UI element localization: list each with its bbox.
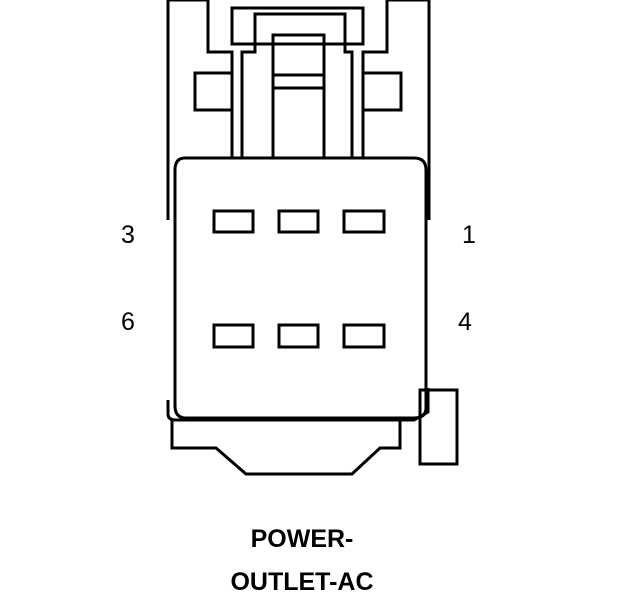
latch-outer-frame (166, 0, 431, 220)
cavity-pin-3 (212, 209, 255, 234)
latch-top-bridge (230, 6, 365, 46)
connector-bottom-shell (166, 388, 430, 422)
pin-label-3: 3 (121, 221, 135, 249)
cavity-pin-2 (277, 209, 320, 234)
latch-right-ear (361, 71, 403, 112)
connector-keying-tab (418, 388, 459, 466)
cavity-pin-5 (277, 323, 320, 349)
pin-label-1: 1 (462, 221, 476, 249)
pin-label-6: 6 (121, 308, 135, 336)
connector-body (166, 156, 459, 476)
latch-inner-bridge (240, 12, 354, 158)
terminal-cavities (212, 209, 386, 349)
cavity-pin-1 (342, 209, 386, 234)
connector-lower-skirt (170, 420, 402, 476)
connector-caption-line-2: OUTLET-AC (230, 568, 374, 596)
latch-left-ear (193, 71, 234, 112)
connector-latch (166, 0, 431, 220)
latch-center-tab (271, 33, 326, 160)
connector-caption-line-1: POWER- (250, 525, 354, 553)
pin-label-4: 4 (458, 308, 472, 336)
cavity-pin-4 (342, 323, 386, 349)
connector-body-outline (173, 156, 428, 420)
cavity-pin-6 (212, 323, 255, 349)
